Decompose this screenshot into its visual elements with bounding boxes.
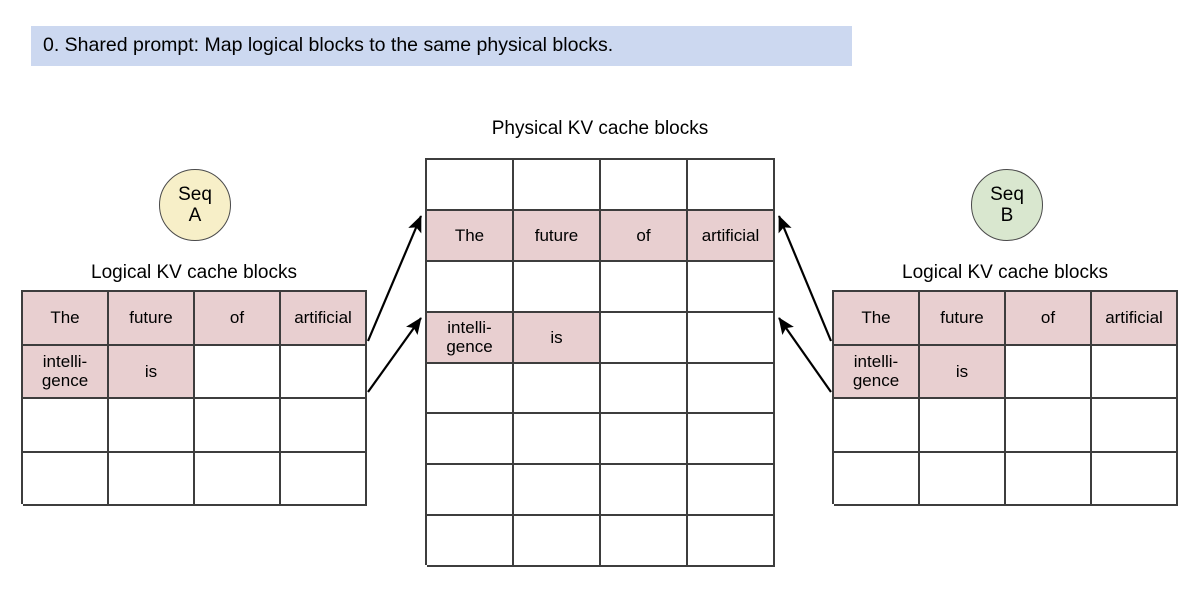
block-cell-empty (601, 516, 688, 567)
block-cell-token: artificial (281, 292, 367, 346)
block-cell-token: intelli- gence (23, 345, 109, 399)
block-cell-empty (920, 399, 1006, 453)
arrow-seq-a-row1 (366, 215, 423, 342)
block-row (427, 516, 775, 567)
block-cell-empty (1006, 452, 1092, 506)
block-cell-token: future (920, 292, 1006, 346)
block-cell-empty (688, 516, 775, 567)
block-cell-empty (514, 261, 601, 313)
block-cell-empty (601, 261, 688, 313)
block-row (23, 399, 367, 453)
block-cell-empty (514, 465, 601, 517)
block-cell-empty (427, 363, 514, 415)
arrow-seq-b-row2 (778, 317, 832, 393)
block-cell-empty (688, 160, 775, 211)
step-banner-text: 0. Shared prompt: Map logical blocks to … (43, 34, 614, 57)
block-cell-empty (281, 452, 367, 506)
block-row (427, 261, 775, 313)
block-cell-empty (601, 160, 688, 211)
seq-b-logical-blocks-caption: Logical KV cache blocks (902, 262, 1108, 283)
seq-a-logical-blocks-caption: Logical KV cache blocks (91, 262, 297, 283)
step-banner: 0. Shared prompt: Map logical blocks to … (31, 26, 852, 66)
block-cell-empty (1092, 345, 1178, 399)
block-cell-empty (688, 312, 775, 364)
block-cell-empty (23, 452, 109, 506)
block-cell-empty (281, 399, 367, 453)
block-cell-empty (195, 399, 281, 453)
block-cell-token: future (109, 292, 195, 346)
block-cell-empty (1006, 345, 1092, 399)
block-cell-empty (601, 414, 688, 466)
block-cell-empty (688, 465, 775, 517)
block-cell-token: is (920, 345, 1006, 399)
block-cell-empty (1092, 452, 1178, 506)
physical-blocks-caption: Physical KV cache blocks (491, 118, 709, 139)
block-cell-token: artificial (1092, 292, 1178, 346)
block-cell-token: is (514, 312, 601, 364)
block-cell-empty (427, 516, 514, 567)
block-cell-token: artificial (688, 210, 775, 262)
block-cell-empty (920, 452, 1006, 506)
block-cell-empty (1092, 399, 1178, 453)
arrow-seq-b-row1 (777, 215, 833, 342)
seq-b-badge: Seq B (971, 169, 1043, 241)
block-cell-empty (834, 452, 920, 506)
block-row (427, 465, 775, 517)
block-cell-empty (195, 345, 281, 399)
block-cell-empty (834, 399, 920, 453)
block-cell-token: The (427, 210, 514, 262)
block-cell-empty (195, 452, 281, 506)
seq-a-badge: Seq A (159, 169, 231, 241)
block-cell-empty (514, 363, 601, 415)
block-cell-empty (427, 465, 514, 517)
seq-b-label-line1: Seq (990, 183, 1024, 205)
seq-a-label-line1: Seq (178, 183, 212, 205)
block-row (427, 160, 775, 211)
block-cell-empty (514, 160, 601, 211)
block-cell-empty (688, 414, 775, 466)
block-cell-token: is (109, 345, 195, 399)
block-row (427, 414, 775, 466)
block-cell-empty (514, 414, 601, 466)
block-cell-empty (281, 345, 367, 399)
block-cell-token: The (23, 292, 109, 346)
block-cell-empty (1006, 399, 1092, 453)
block-cell-empty (688, 363, 775, 415)
block-cell-token: of (195, 292, 281, 346)
block-cell-empty (427, 160, 514, 211)
block-cell-empty (427, 261, 514, 313)
block-cell-token: of (601, 210, 688, 262)
block-row (427, 363, 775, 415)
block-row (23, 452, 367, 506)
block-cell-empty (601, 465, 688, 517)
block-cell-token: intelli- gence (427, 312, 514, 364)
block-row (834, 452, 1178, 506)
block-cell-empty (601, 312, 688, 364)
block-cell-token: intelli- gence (834, 345, 920, 399)
arrow-seq-a-row2 (367, 317, 422, 393)
block-cell-token: of (1006, 292, 1092, 346)
block-cell-empty (514, 516, 601, 567)
block-cell-token: The (834, 292, 920, 346)
seq-b-label-line2: B (1000, 205, 1014, 226)
block-cell-token: future (514, 210, 601, 262)
block-cell-empty (601, 363, 688, 415)
block-row (834, 399, 1178, 453)
seq-a-label-line2: A (188, 205, 202, 226)
block-cell-empty (23, 399, 109, 453)
block-cell-empty (688, 261, 775, 313)
block-cell-empty (427, 414, 514, 466)
block-cell-empty (109, 452, 195, 506)
block-cell-empty (109, 399, 195, 453)
